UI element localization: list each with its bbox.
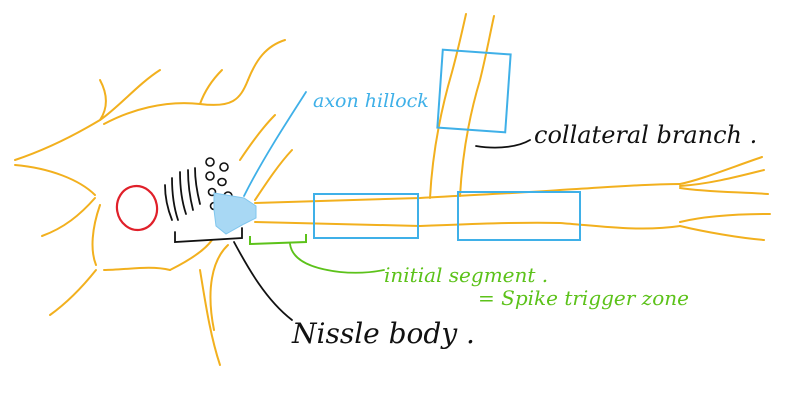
axon-hillock-area (213, 192, 257, 235)
axon-hillock-label: axon hillock (313, 90, 429, 112)
axon-hillock-leader (243, 91, 307, 197)
leader-lines (233, 91, 531, 321)
neuron-outline (14, 13, 771, 366)
collateral-box (436, 48, 512, 134)
initial-segment-label: initial segment . (384, 263, 548, 287)
spike-trigger-zone-label: = Spike trigger zone (478, 286, 689, 310)
highlight-boxes (313, 48, 581, 241)
nissl-body-marks (164, 167, 243, 243)
collateral-branch-label: collateral branch . (534, 121, 757, 149)
nissle-body-leader (233, 241, 293, 321)
initial-segment-leader (289, 243, 385, 274)
nissle-body-label: Nissle body . (291, 317, 475, 350)
initial-segment-bracket (249, 234, 307, 246)
collateral-leader (475, 139, 531, 149)
axon-box-1 (313, 193, 419, 239)
axon-box-2 (457, 191, 581, 241)
nucleus (115, 184, 159, 232)
